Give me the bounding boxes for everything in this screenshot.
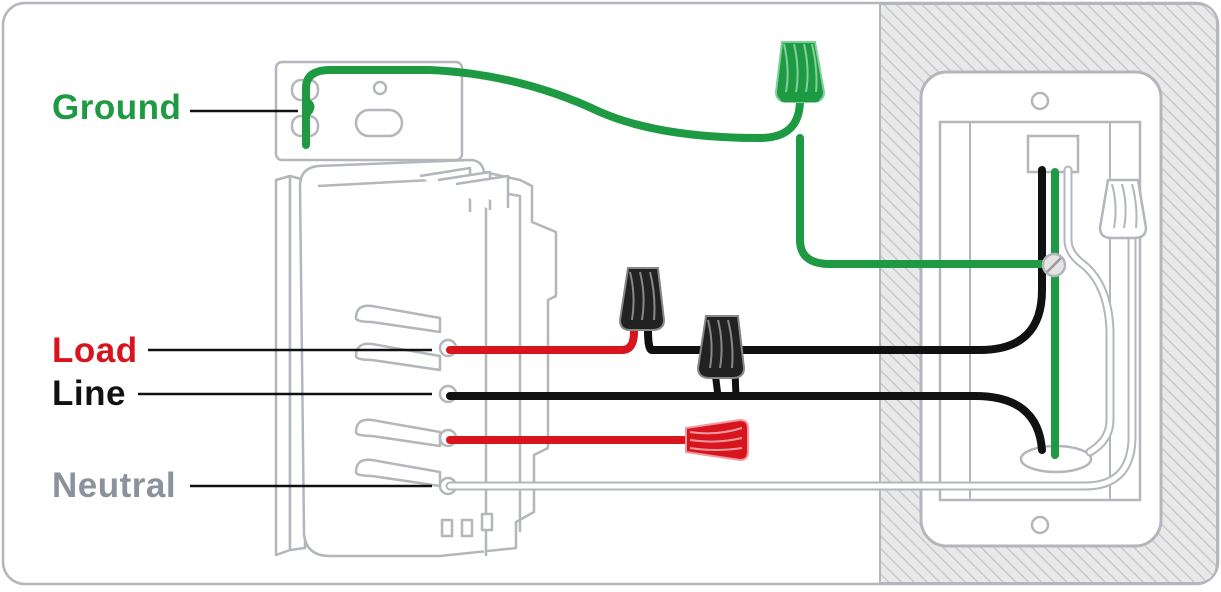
screw-icon <box>1041 252 1067 278</box>
wire-nut-icon <box>774 41 826 103</box>
ground-pigtail <box>304 97 315 118</box>
load-wire <box>446 328 638 354</box>
plate-slot <box>354 108 404 138</box>
wire-nut-icon <box>1098 178 1148 240</box>
box-mount-hole-top <box>1030 91 1050 111</box>
wire-nut-icon <box>685 418 749 462</box>
wire-nut-icon <box>618 267 666 331</box>
neutral-label: Neutral <box>52 466 177 505</box>
box-mount-hole-bottom <box>1030 515 1050 535</box>
dimmer-device <box>274 60 558 558</box>
plate-hole <box>372 80 388 96</box>
load-label: Load <box>52 331 138 370</box>
ground-wire <box>302 66 1059 459</box>
neutral-wire <box>445 165 1137 491</box>
source-hot-wire <box>644 166 1046 354</box>
line-label: Line <box>52 374 126 413</box>
wire-nut-icon <box>696 315 746 379</box>
ground-label: Ground <box>52 88 182 127</box>
